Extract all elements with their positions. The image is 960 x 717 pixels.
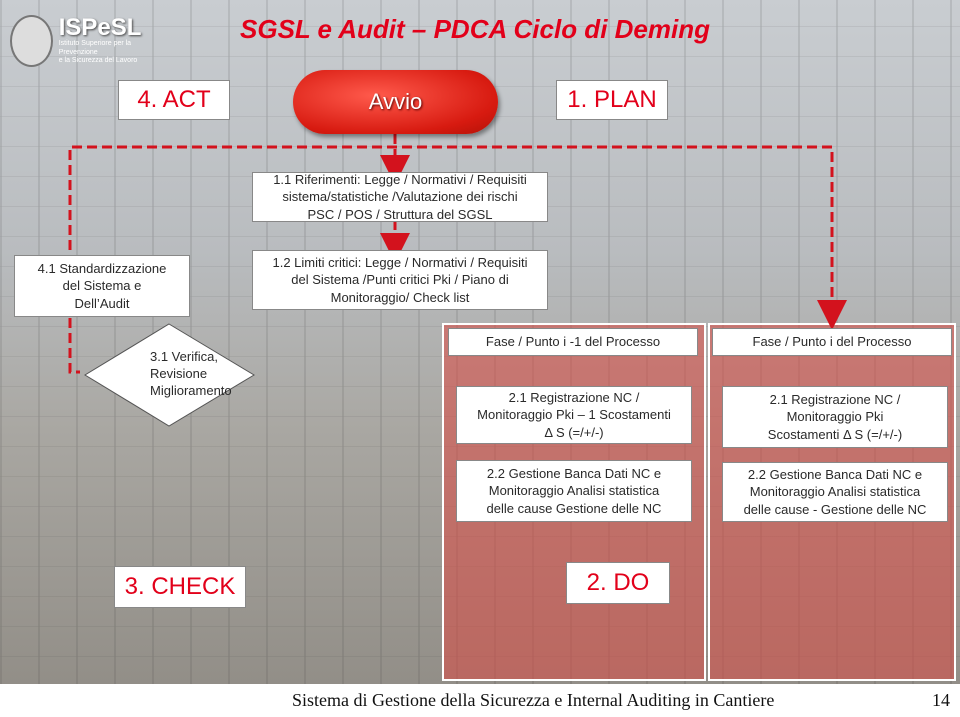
act-step-line-1: 4.1 Standardizzazione: [37, 261, 167, 277]
page-number: 14: [932, 690, 950, 710]
gest-1-line-2: Monitoraggio Analisi statistica: [488, 483, 660, 499]
plan-step-1-1-line-1: 1.1 Riferimenti: Legge / Normativi / Req…: [273, 172, 527, 188]
reg-1-line-2: Monitoraggio Pki – 1 Scostamenti: [477, 407, 671, 423]
plan-step-1-2-line-3: Monitoraggio/ Check list: [330, 289, 470, 305]
plan-node: 1. PLAN: [556, 80, 668, 120]
logo-name: ISPeSL: [58, 14, 142, 42]
do-node: 2. DO: [566, 562, 670, 604]
plan-step-1-1-line-3: PSC / POS / Struttura del SGSL: [307, 206, 493, 222]
plan-step-1-1-line-2: sistema/statistiche /Valutazione dei ris…: [282, 189, 518, 205]
check-step-line-1: 3.1 Verifica,: [150, 349, 218, 364]
reg-2-line-2: Monitoraggio Pki: [786, 409, 884, 425]
logo-subtitle-1: Istituto Superiore per la Prevenzione: [58, 40, 132, 56]
avvio-node: Avvio: [293, 70, 498, 134]
plan-step-1-2-line-1: 1.2 Limiti critici: Legge / Normativi / …: [272, 255, 528, 271]
plan-step-1-2: 1.2 Limiti critici: Legge / Normativi / …: [252, 250, 548, 310]
do-column-1-header: Fase / Punto i -1 del Processo: [448, 328, 698, 356]
check-step-diamond: [84, 323, 255, 427]
footer-text: Sistema di Gestione della Sicurezza e In…: [292, 690, 775, 710]
act-step-line-3: Dell’Audit: [74, 295, 130, 311]
check-node: 3. CHECK: [114, 566, 246, 608]
do-column-1-gestione: 2.2 Gestione Banca Dati NC e Monitoraggi…: [456, 460, 692, 522]
logo-subtitle-2: e la Sicurezza del Lavoro: [58, 57, 138, 65]
ispesl-logo: ISPeSL Istituto Superiore per la Prevenz…: [10, 10, 150, 72]
act-step-line-2: del Sistema e: [62, 278, 142, 294]
gest-2-line-1: 2.2 Gestione Banca Dati NC e: [747, 467, 923, 483]
act-node: 4. ACT: [118, 80, 230, 120]
check-step-3-1: 3.1 Verifica, Revisione Miglioramento: [150, 348, 260, 399]
do-column-1-registrazione: 2.1 Registrazione NC / Monitoraggio Pki …: [456, 386, 692, 444]
plan-step-1-2-line-2: del Sistema /Punti critici Pki / Piano d…: [291, 272, 509, 288]
gest-1-line-3: delle cause Gestione delle NC: [486, 500, 662, 516]
check-step-line-3: Miglioramento: [150, 383, 232, 399]
act-step-4-1: 4.1 Standardizzazione del Sistema e Dell…: [14, 255, 190, 317]
reg-2-line-3: Scostamenti Δ S (=/+/-): [767, 426, 903, 442]
gest-1-line-1: 2.2 Gestione Banca Dati NC e: [486, 466, 662, 482]
reg-1-line-3: Δ S (=/+/-): [544, 424, 604, 440]
footer-bar: [0, 684, 960, 717]
plan-step-1-1: 1.1 Riferimenti: Legge / Normativi / Req…: [252, 172, 548, 222]
reg-1-line-1: 2.1 Registrazione NC /: [508, 390, 640, 406]
reg-2-line-1: 2.1 Registrazione NC /: [769, 392, 901, 408]
gest-2-line-2: Monitoraggio Analisi statistica: [749, 484, 921, 500]
slide-title: SGSL e Audit – PDCA Ciclo di Deming: [240, 14, 710, 44]
republic-seal-icon: [10, 15, 53, 67]
check-step-line-2: Revisione: [150, 366, 208, 382]
do-column-2-header-text: Fase / Punto i del Processo: [752, 334, 912, 350]
do-column-2-gestione: 2.2 Gestione Banca Dati NC e Monitoraggi…: [722, 462, 948, 522]
gest-2-line-3: delle cause - Gestione delle NC: [743, 501, 927, 517]
do-column-1-header-text: Fase / Punto i -1 del Processo: [485, 334, 661, 350]
do-column-2-registrazione: 2.1 Registrazione NC / Monitoraggio Pki …: [722, 386, 948, 448]
do-column-2-header: Fase / Punto i del Processo: [712, 328, 952, 356]
